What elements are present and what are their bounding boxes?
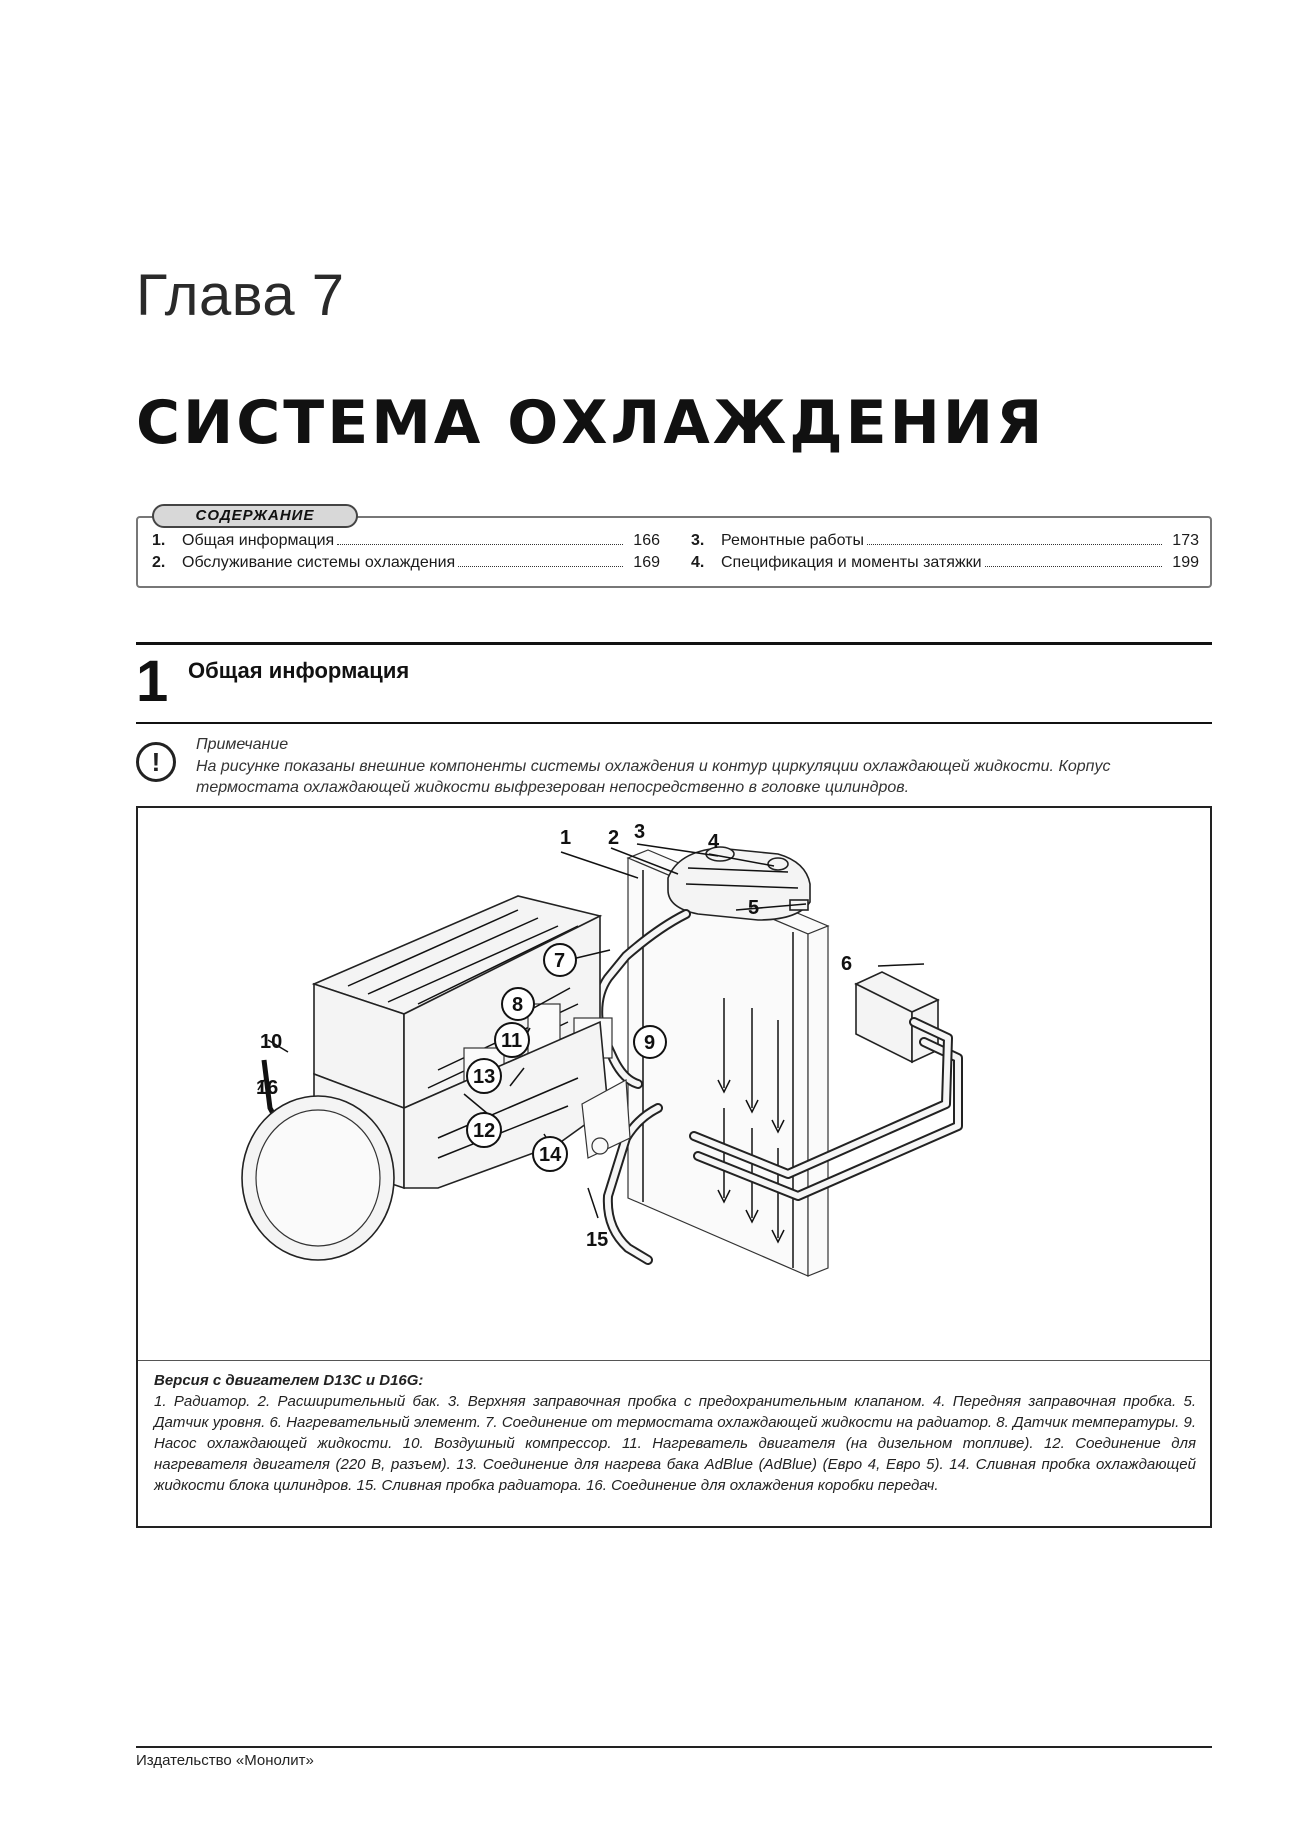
toc-item-number: 1. [152,532,166,549]
callout-label: 5 [748,897,759,919]
section-title: Общая информация [188,658,410,683]
callout-circle [501,987,535,1021]
toc-item-title: Спецификация и моменты затяжки [721,554,982,571]
callout-label: 8 [512,994,523,1016]
callout-label: 14 [539,1144,562,1166]
callout-circle [532,1136,568,1172]
caption-text: 1. Радиатор. 2. Расширительный бак. 3. В… [154,1393,1196,1494]
callout-label: 9 [644,1032,655,1054]
toc-item[interactable]: 4. Спецификация и моменты затяжки 199 [691,554,1199,576]
callout-circle [494,1022,530,1058]
heating-element [854,971,940,1064]
chapter-label: Глава 7 [136,263,345,328]
toc-item-page: 173 [1172,532,1199,549]
toc-item-page: 199 [1172,554,1199,571]
callout-label: 4 [708,831,720,853]
section-number: 1 [136,649,169,714]
toc-item-title: Ремонтные работы [721,532,864,549]
callout-label: 2 [608,827,619,849]
callout-circle [466,1058,502,1094]
toc-item[interactable]: 1. Общая информация 166 [152,532,660,554]
toc-item-title: Обслуживание системы охлаждения [182,554,456,571]
toc-leader-dots [866,532,1162,545]
chapter-title: СИСТЕМА ОХЛАЖДЕНИЯ [136,388,1046,458]
callout-label: 1 [560,827,571,849]
engine-illustration: 1 2 3 4 5 6 7 8 9 10 11 12 13 14 15 16 [241,821,963,1277]
toc-item-number: 3. [691,532,705,549]
note-text: На рисунке показаны внешние компоненты с… [196,758,1111,796]
callout-label: 10 [260,1031,282,1053]
callout-circle [543,943,577,977]
toc-leader-dots [984,554,1162,567]
toc-leader-dots [337,532,623,545]
toc-item-page: 166 [633,532,660,549]
toc-heading: СОДЕРЖАНИЕ [152,504,358,528]
callout-label: 7 [554,950,565,972]
toc-item-title: Общая информация [182,532,335,549]
callout-circle [633,1025,667,1059]
callout-label: 6 [841,953,852,975]
callout-label: 12 [473,1120,495,1142]
callout-label: 13 [473,1066,495,1088]
callout-label: 3 [634,821,645,843]
section-rule-bottom [136,722,1212,724]
publisher-footer: Издательство «Монолит» [136,1752,314,1769]
toc-item[interactable]: 3. Ремонтные работы 173 [691,532,1199,554]
cooling-system-figure: 1 2 3 4 5 6 7 8 9 10 11 12 13 14 15 16 В… [136,806,1212,1528]
callout-label: 11 [501,1030,522,1052]
exclamation-icon: ! [136,742,176,782]
expansion-tank [667,846,811,921]
note-label: Примечание [196,736,289,753]
callout-label: 16 [256,1077,278,1099]
caption-divider [138,1360,1210,1361]
callout-label: 15 [586,1229,608,1251]
toc-leader-dots [458,554,623,567]
toc-item[interactable]: 2. Обслуживание системы охлаждения 169 [152,554,660,576]
toc-item-number: 2. [152,554,166,571]
table-of-contents: СОДЕРЖАНИЕ 1. Общая информация 166 2. Об… [136,504,1212,588]
figure-caption: Версия с двигателем D13C и D16G: 1. Ради… [154,1370,1196,1496]
flywheel-housing [241,1095,395,1261]
toc-item-number: 4. [691,554,705,571]
toc-item-page: 169 [633,554,660,571]
section-rule-top [136,642,1212,645]
callout-circle [466,1112,502,1148]
footer-rule [136,1746,1212,1748]
callout-leaders [257,843,925,1219]
caption-heading: Версия с двигателем D13C и D16G: [154,1372,424,1389]
